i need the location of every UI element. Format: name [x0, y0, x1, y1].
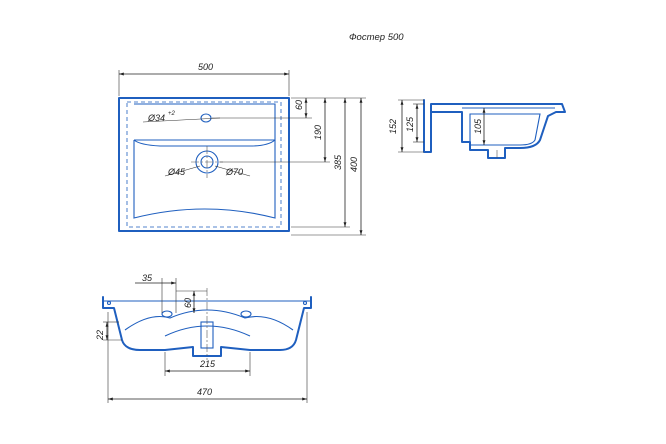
- dim-60-top: 60: [294, 100, 304, 110]
- dim-215: 215: [199, 359, 216, 369]
- left-overflow-hole: [161, 310, 173, 318]
- width-500-label: 500: [198, 62, 213, 72]
- dim-385: 385: [333, 154, 343, 170]
- dim-105: 105: [473, 118, 483, 134]
- drain-inner-label: Ø45: [167, 167, 186, 177]
- tap-hole: [200, 113, 212, 123]
- tap-hole-label: Ø34: [147, 113, 165, 123]
- dim-125: 125: [405, 116, 415, 132]
- basin-outer-contour: [118, 97, 290, 232]
- dim-400: 400: [349, 157, 359, 172]
- top-view: 500 Ø34 +2 Ø45 Ø70 60 190 385 400: [118, 62, 366, 236]
- tap-hole-tolerance: +2: [168, 111, 176, 117]
- dim-152: 152: [388, 119, 398, 134]
- basin-inner-edge: [126, 101, 282, 228]
- dim-470: 470: [197, 387, 212, 397]
- dim-22: 22: [95, 330, 105, 341]
- right-overflow-hole: [240, 310, 252, 318]
- front-view: 35 60 22 215 470: [95, 273, 312, 403]
- basin-section: [423, 99, 566, 159]
- drain-outer-label: Ø70: [225, 167, 243, 177]
- dim-35: 35: [142, 273, 153, 283]
- side-view: 152 125 105: [388, 99, 566, 160]
- dim-190: 190: [313, 125, 323, 140]
- drawing-title: Фостер 500: [349, 32, 404, 43]
- dim-60-front: 60: [183, 298, 193, 308]
